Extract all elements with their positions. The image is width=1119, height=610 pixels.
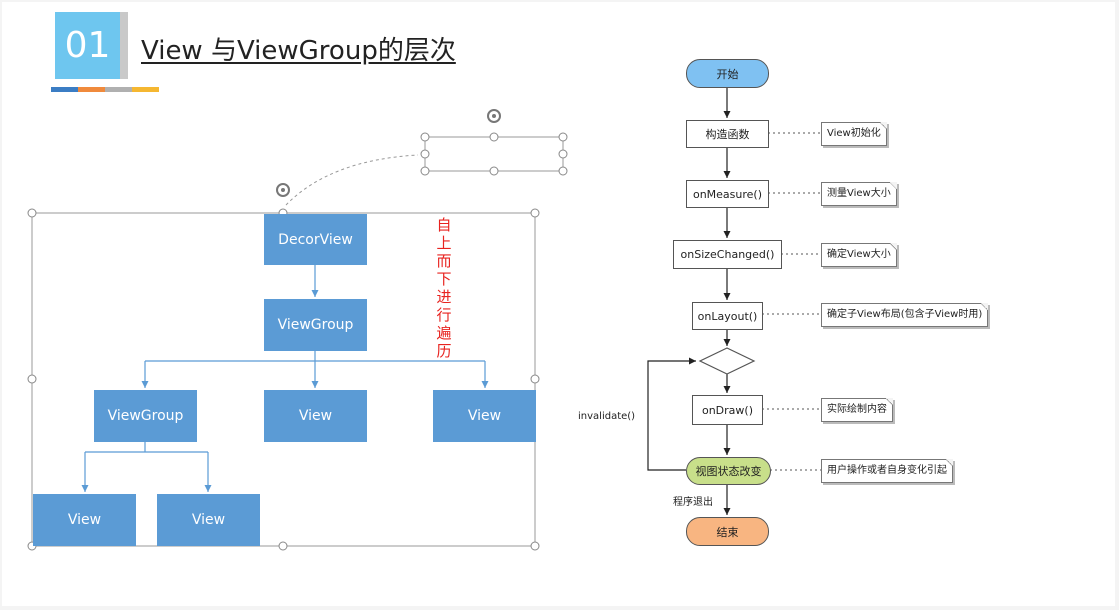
note-on-draw: 实际绘制内容	[821, 398, 893, 422]
flow-constructor: 构造函数	[686, 120, 769, 148]
view-right-box: View	[433, 390, 536, 442]
page-title: View 与ViewGroup的层次	[141, 36, 456, 66]
note-on-layout: 确定子View布局(包含子View时用)	[821, 303, 989, 327]
color-bar-3	[105, 87, 132, 92]
color-bar-4	[132, 87, 159, 92]
view-mid-box: View	[264, 390, 367, 442]
note-on-size-changed: 确定View大小	[821, 243, 897, 267]
flow-end: 结束	[686, 517, 769, 546]
flow-on-measure: onMeasure()	[686, 180, 769, 208]
flow-on-draw: onDraw()	[692, 395, 763, 425]
invalidate-label: invalidate()	[578, 411, 636, 422]
section-number-shadow	[120, 12, 128, 79]
decor-view-box: DecorView	[264, 214, 367, 265]
flow-on-layout: onLayout()	[692, 302, 763, 330]
color-bar-2	[78, 87, 105, 92]
note-constructor: View初始化	[821, 122, 887, 146]
view-leaf-left-box: View	[33, 494, 136, 546]
traversal-note: 自上而下进行遍历	[436, 216, 452, 360]
viewgroup-root-box: ViewGroup	[264, 299, 367, 351]
flow-start: 开始	[686, 59, 769, 88]
note-on-measure: 测量View大小	[821, 182, 897, 206]
section-number: 01	[55, 12, 120, 79]
note-state-change: 用户操作或者自身变化引起	[821, 459, 953, 483]
viewgroup-child-box: ViewGroup	[94, 390, 197, 442]
color-bar-1	[51, 87, 78, 92]
exit-label: 程序退出	[673, 497, 713, 508]
flow-on-size-changed: onSizeChanged()	[673, 240, 782, 269]
view-leaf-right-box: View	[157, 494, 260, 546]
flow-state-change: 视图状态改变	[686, 457, 771, 485]
